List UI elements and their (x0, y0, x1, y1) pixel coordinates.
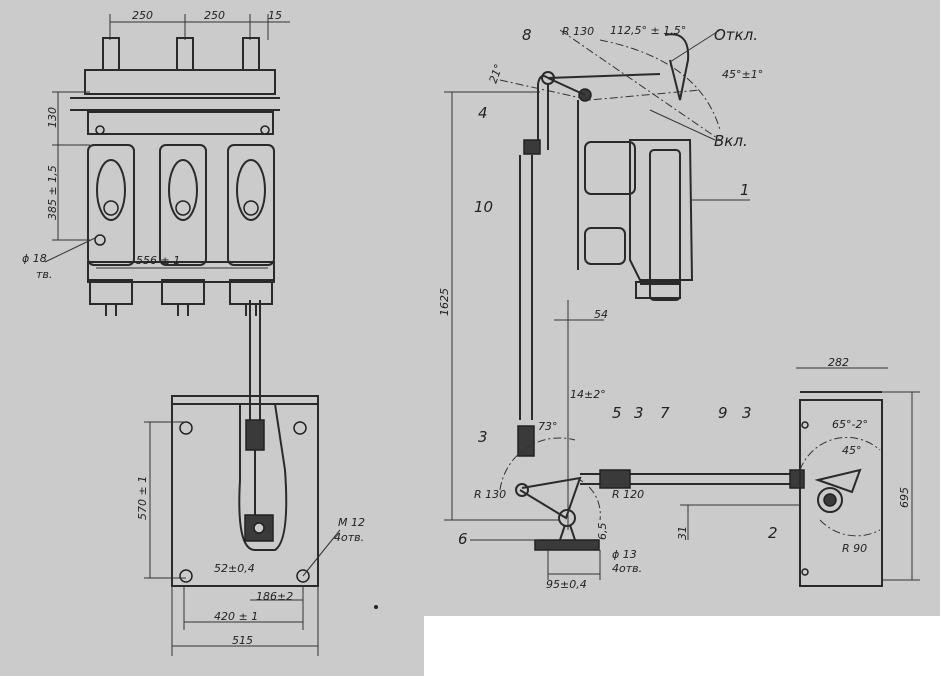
dim-186: 186±2 (256, 590, 293, 603)
dim-65-deg: 65°-2° (832, 418, 868, 431)
dim-31: 31 (676, 526, 689, 540)
dim-14-deg: 14±2° (570, 388, 606, 401)
part-6: 6 (458, 530, 468, 548)
dim-15: 15 (268, 9, 282, 22)
dim-73-deg: 73° (538, 420, 558, 433)
dim-250-b: 250 (204, 9, 225, 22)
dim-282: 282 (828, 356, 849, 369)
part-7: 7 (660, 404, 670, 422)
part-2: 2 (768, 524, 778, 542)
dim-21-deg: 21° (487, 62, 506, 85)
dim-570: 570 ± 1 (136, 476, 149, 520)
dim-45-deg: 45°±1° (722, 68, 763, 81)
part-9: 9 (718, 404, 728, 422)
part-1: 1 (740, 181, 750, 199)
stray-dot (374, 605, 378, 609)
dim-385: 385 ± 1,5 (46, 165, 59, 220)
dim-r130-bottom: R 130 (474, 488, 506, 501)
dim-r120: R 120 (612, 488, 644, 501)
drive-cabinet-front (144, 395, 341, 656)
dim-112-5: 112,5° ± 1,5° (610, 24, 686, 37)
part-3-left: 3 (478, 428, 488, 446)
part-labels: 8 4 1 10 3 5 3 7 9 3 6 2 (458, 26, 778, 548)
dimension-texts: 250 250 15 130 385 ± 1,5 ϕ 18 тв. 556 ± … (22, 9, 911, 647)
dim-52: 52±0,4 (214, 562, 255, 575)
dim-695: 695 (898, 487, 911, 508)
dim-45-deg-b: 45° (842, 444, 862, 457)
vertical-drive-rod (245, 300, 265, 451)
dim-250-a: 250 (132, 9, 153, 22)
dim-95: 95±0,4 (546, 578, 587, 591)
side-view-mechanism (444, 29, 920, 587)
dim-holes-tv: тв. (36, 268, 52, 281)
dim-130: 130 (46, 107, 59, 128)
dim-54: 54 (594, 308, 608, 321)
dim-r90: R 90 (842, 542, 867, 555)
label-vkl: Вкл. (714, 132, 748, 150)
label-otkl: Откл. (714, 26, 758, 44)
part-10: 10 (474, 198, 493, 216)
dim-556: 556 ± 1 (136, 254, 180, 267)
dim-m12: M 12 (338, 516, 365, 529)
dim-r130-top: R 130 (562, 25, 594, 38)
pole-2 (159, 144, 207, 316)
dim-phi13: ϕ 13 (612, 548, 637, 561)
part-3-right: 3 (742, 404, 752, 422)
dim-515: 515 (232, 634, 253, 647)
dim-1625: 1625 (438, 288, 451, 316)
part-3-mid: 3 (634, 404, 644, 422)
part-8: 8 (522, 26, 532, 44)
dim-4-holes: 4отв. (334, 531, 364, 544)
dim-phi18: ϕ 18 (22, 252, 47, 265)
pole-1 (87, 144, 135, 316)
pole-3 (227, 144, 275, 316)
dim-420: 420 ± 1 (214, 610, 258, 623)
blank-corner (424, 616, 940, 676)
dim-6-5: 6,5 (596, 523, 609, 541)
dim-4-holes-b: 4отв. (612, 562, 642, 575)
front-view-switch (44, 14, 290, 316)
part-4: 4 (478, 104, 488, 122)
part-5: 5 (612, 404, 622, 422)
